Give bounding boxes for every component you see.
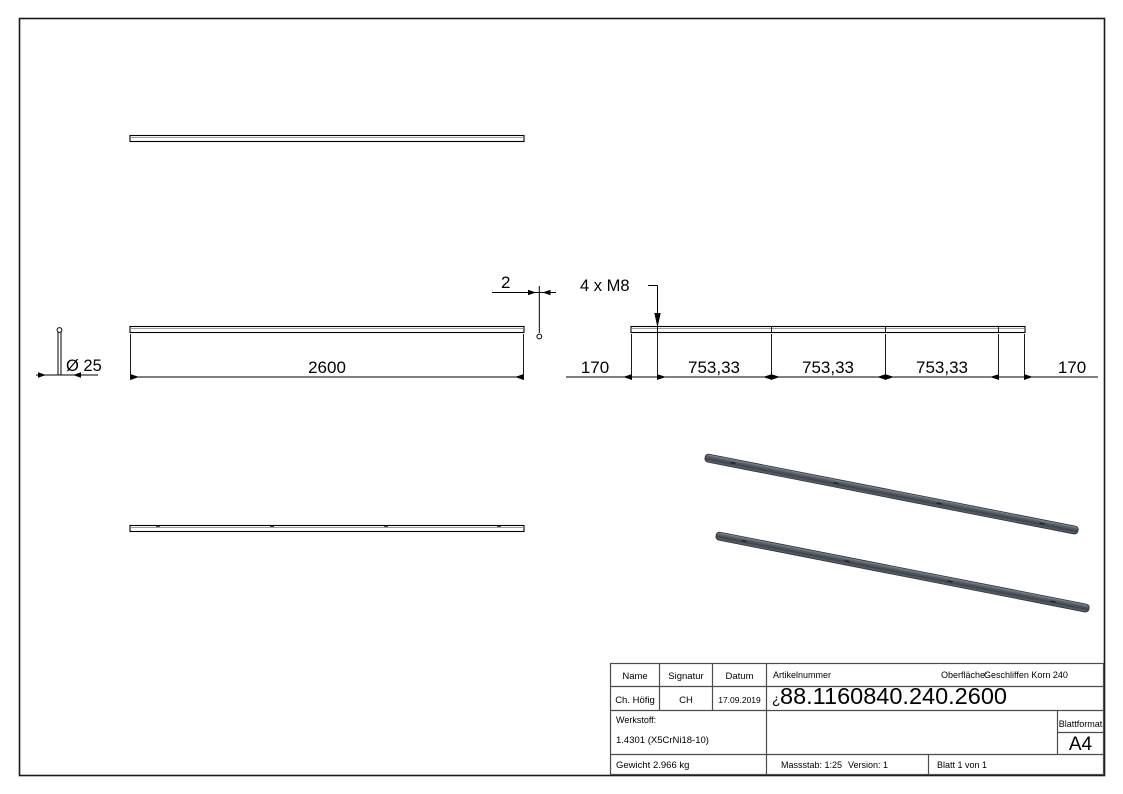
title-block-header-surface-label: Oberfläche: [941, 670, 988, 680]
annotation-thread-label: 4 x M8 [580, 277, 630, 295]
end-view-tube [56, 327, 63, 375]
dimension-length-label: 2600 [308, 358, 346, 377]
title-block-material-value: 1.4301 (X5CrNi18-10) [616, 735, 709, 746]
isometric-view-tube-2 [715, 531, 1090, 613]
right-view-tube [630, 322, 1026, 380]
title-block-header-article-number: Artikelnummer [773, 670, 831, 680]
dimension-pitch-3: 753,33 [885, 358, 999, 380]
dimension-diameter: Ø 25 [36, 357, 102, 378]
dimension-170-right: 170 [1024, 358, 1086, 380]
dimension-length-2600: 2600 [130, 334, 524, 380]
title-block-header-signature: Signatur [668, 671, 703, 682]
annotation-thread-4xM8: 4 x M8 [580, 277, 661, 328]
title-block-value-name: Ch. Höfig [615, 695, 655, 706]
dimension-pitch-2: 753,33 [771, 358, 886, 380]
dimension-wall-thickness-label: 2 [501, 273, 510, 292]
title-block-header-name: Name [622, 671, 647, 682]
top-view-tube [129, 134, 525, 143]
dimension-pitch-1: 753,33 [657, 358, 772, 380]
title-block-header-date: Datum [726, 671, 754, 682]
title-block-article-number-prefix: ¿ [772, 691, 781, 707]
bottom-view-tube [129, 524, 525, 533]
dimension-pitch-3-label: 753,33 [916, 358, 968, 377]
title-block: Name Signatur Datum Artikelnummer Oberfl… [609, 662, 1105, 776]
isometric-tube-1-hole-marks [730, 461, 1045, 525]
title-block-sheet-format-value: A4 [1069, 734, 1093, 755]
dimension-chain-right-view: 170 753,33 753,33 753,33 170 [566, 358, 1098, 380]
front-view-tube [129, 325, 525, 334]
title-block-scale: Massstab: 1:25 [781, 760, 842, 770]
dimension-wall-thickness: 2 [492, 273, 556, 340]
isometric-view-tube-1 [704, 453, 1079, 535]
dimension-pitch-2-label: 753,33 [802, 358, 854, 377]
title-block-weight: Gewicht 2.966 kg [616, 760, 689, 771]
title-block-value-date: 17.09.2019 [718, 695, 761, 705]
title-block-surface-value: Geschliffen Korn 240 [984, 670, 1068, 680]
dimension-pitch-1-label: 753,33 [688, 358, 740, 377]
drawing-frame [18, 17, 1106, 777]
dimension-170-left-label: 170 [581, 358, 609, 377]
dimension-170-right-label: 170 [1058, 358, 1086, 377]
title-block-article-number-value: 88.1160840.240.2600 [780, 683, 1007, 709]
title-block-material-label: Werkstoff: [616, 715, 656, 725]
title-block-sheet-format-label: Blattformat [1059, 719, 1103, 729]
isometric-tube-2-hole-marks [741, 539, 1056, 603]
title-block-sheet-number: Blatt 1 von 1 [937, 760, 987, 770]
dimension-diameter-label: Ø 25 [66, 357, 102, 375]
dimension-170-left: 170 [581, 358, 632, 380]
title-block-value-signature: CH [679, 695, 693, 706]
title-block-version: Version: 1 [848, 760, 888, 770]
